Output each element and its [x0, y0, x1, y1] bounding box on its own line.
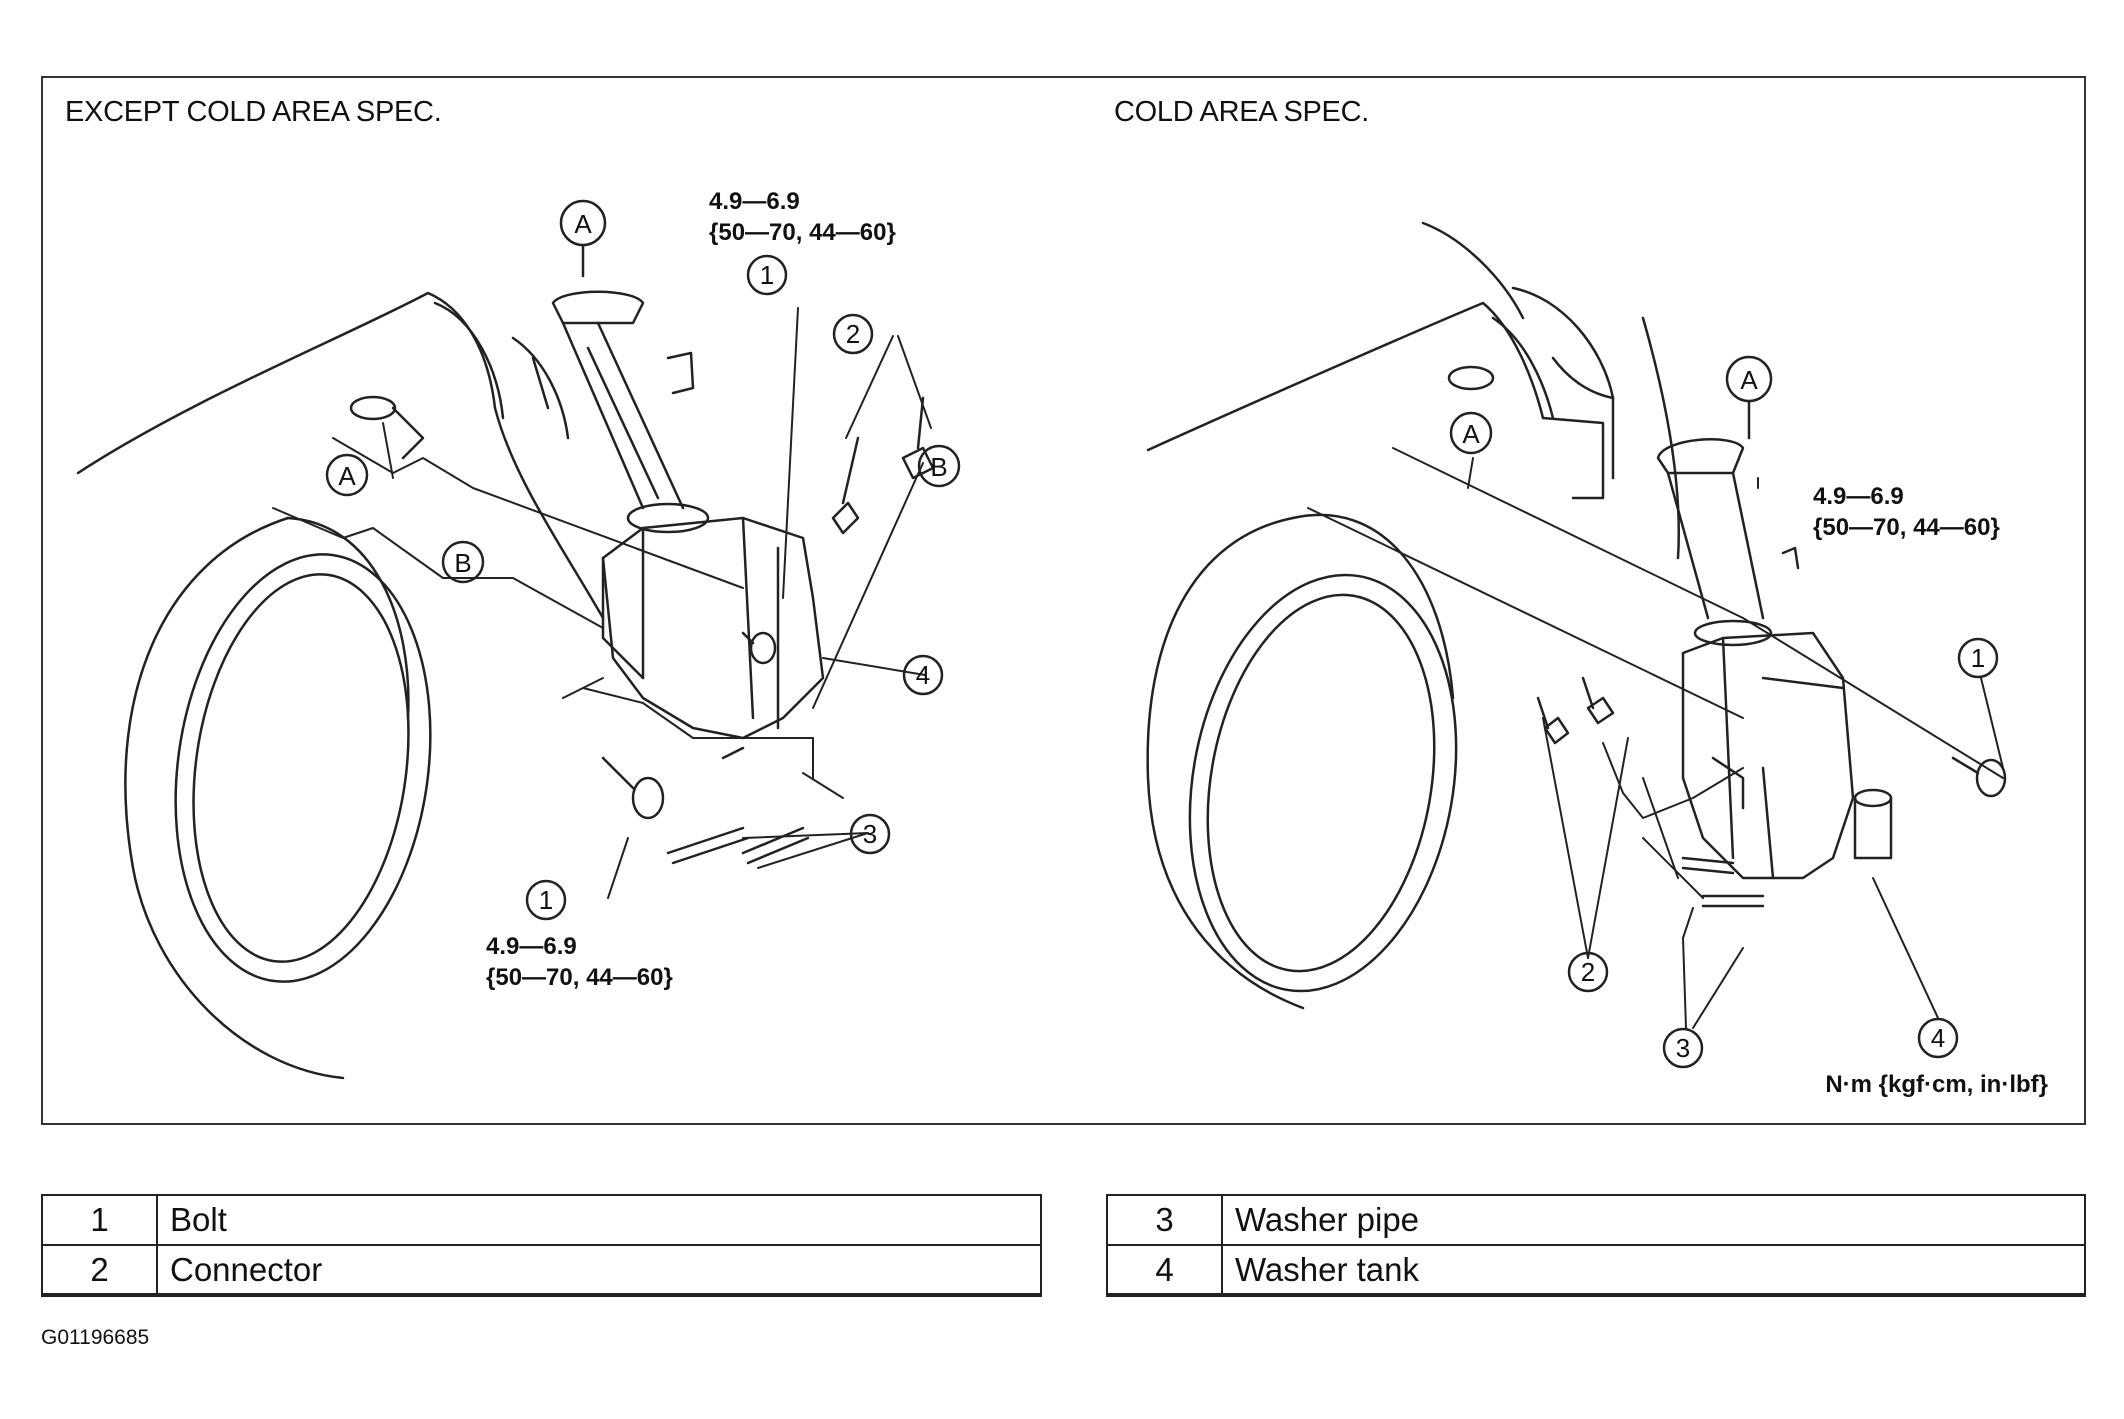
left-filler-neck [551, 290, 710, 534]
right-callout-circles: A A 1 2 3 4 [1447, 355, 1999, 1069]
legend-number: 2 [41, 1244, 158, 1297]
callout-2: 2 [1581, 957, 1595, 987]
diagram-illustration: A A B B 1 2 4 3 1 [76, 199, 2007, 1080]
legend-part-name: Bolt [156, 1194, 1042, 1246]
legend-row: 1 Bolt [41, 1194, 1042, 1246]
torque-value: 4.9—6.9 [1813, 483, 1904, 510]
torque-value-alt: {50—70, 44—60} [1813, 514, 2000, 541]
callout-4: 4 [916, 660, 930, 690]
torque-value-alt: {50—70, 44—60} [486, 964, 673, 991]
right-connectors [1536, 676, 1615, 745]
legend-table-left: 1 Bolt 2 Connector [41, 1194, 1042, 1297]
torque-value: 4.9—6.9 [709, 188, 800, 215]
callout-b: B [930, 452, 947, 482]
right-leader-lines [1307, 447, 2004, 1029]
right-washer-pipes [1681, 856, 1765, 908]
right-bolts [1951, 756, 2007, 798]
torque-spec-bottom-left: 4.9—6.9 {50—70, 44—60} [486, 931, 673, 993]
callout-1: 1 [539, 885, 553, 915]
units-note: N·m {kgf·cm, in·lbf} [1825, 1071, 2048, 1098]
legend-number: 1 [41, 1194, 158, 1246]
diagram-frame: A A B B 1 2 4 3 1 [41, 76, 2086, 1125]
left-leader-lines [272, 307, 932, 899]
legend-row: 2 Connector [41, 1244, 1042, 1297]
left-washer-tank [601, 516, 825, 760]
legend-part-name: Connector [156, 1244, 1042, 1297]
left-bolts [601, 631, 777, 820]
callout-2: 2 [846, 319, 860, 349]
callout-a: A [1740, 365, 1758, 395]
callout-a: A [1462, 419, 1480, 449]
legend-table-right: 3 Washer pipe 4 Washer tank [1106, 1194, 2086, 1297]
callout-3: 3 [1676, 1033, 1690, 1063]
callout-a: A [574, 209, 592, 239]
left-wheel-arch [124, 516, 432, 1080]
right-wheel-arch [1146, 513, 1458, 1010]
legend-row: 3 Washer pipe [1106, 1194, 2086, 1246]
callout-1: 1 [760, 260, 774, 290]
callout-4: 4 [1931, 1023, 1945, 1053]
callout-3: 3 [863, 819, 877, 849]
callout-a: A [338, 461, 356, 491]
figure-id: G01196685 [41, 1326, 150, 1349]
torque-value: 4.9—6.9 [486, 933, 577, 960]
torque-value-alt: {50—70, 44—60} [709, 219, 896, 246]
right-washer-tank [1681, 631, 1893, 880]
left-connectors [831, 396, 935, 535]
torque-spec-right: 4.9—6.9 {50—70, 44—60} [1813, 481, 2000, 543]
legend-part-name: Washer pipe [1221, 1194, 2086, 1246]
right-filler-neck [1656, 438, 1800, 647]
left-callout-circles: A A B B 1 2 4 3 1 [325, 199, 961, 921]
torque-spec-top-left: 4.9—6.9 {50—70, 44—60} [709, 186, 896, 248]
legend-number: 3 [1106, 1194, 1223, 1246]
right-car-body [1146, 221, 1681, 560]
legend-number: 4 [1106, 1244, 1223, 1297]
panel-title-cold: COLD AREA SPEC. [1114, 96, 1369, 128]
left-washer-pipes [666, 826, 810, 865]
panel-title-except-cold: EXCEPT COLD AREA SPEC. [65, 96, 442, 128]
legend-row: 4 Washer tank [1106, 1244, 2086, 1297]
callout-b: B [454, 548, 471, 578]
legend-part-name: Washer tank [1221, 1244, 2086, 1297]
callout-1: 1 [1971, 643, 1985, 673]
